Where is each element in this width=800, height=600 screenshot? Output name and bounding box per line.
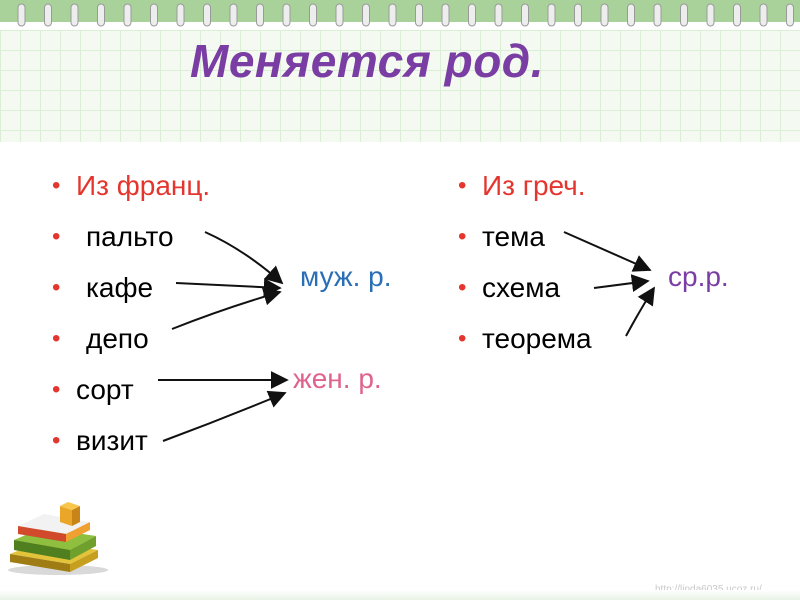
bullet-icon: • (458, 324, 467, 352)
spiral-ring (494, 3, 503, 27)
arrow-teorema-neut (625, 286, 655, 337)
spiral-ring (123, 3, 132, 27)
spiral-ring (256, 3, 264, 27)
spiral-ring (335, 3, 344, 27)
list-item: • Из франц. (52, 160, 210, 211)
spiral-ring (547, 3, 556, 27)
spiral-ring (733, 3, 741, 27)
bullet-icon: • (52, 222, 61, 250)
spiral-ring (441, 3, 450, 27)
spiral-ring (150, 3, 158, 27)
spiral-ring (415, 3, 423, 27)
list-item: • пальто (52, 211, 210, 262)
watermark: http://linda6035.ucoz.ru/ (655, 584, 762, 595)
list-item-label: депо (86, 322, 149, 354)
spiral-ring (388, 3, 397, 27)
neuter-gender-label: ср.р. (668, 261, 729, 292)
spiral-ring (309, 3, 317, 27)
spiral-ring (97, 3, 105, 27)
spiral-ring (17, 3, 26, 27)
bullet-icon: • (458, 273, 467, 301)
list-item: • тема (458, 211, 592, 262)
bullet-icon: • (52, 171, 61, 199)
list-item-label: визит (76, 424, 148, 456)
list-item: • сорт (52, 364, 210, 415)
left-list: • Из франц. • пальто • кафе • депо • сор… (52, 160, 210, 466)
books-icon (8, 502, 108, 575)
list-item-label: Из греч. (482, 169, 586, 201)
spiral-ring (706, 3, 715, 27)
right-list: • Из греч. • тема • схема • теорема (458, 160, 592, 364)
list-item: • кафе (52, 262, 210, 313)
spiral-ring (468, 3, 476, 27)
spiral-ring (229, 3, 238, 27)
notebook-spiral (17, 3, 794, 27)
spiral-ring (600, 3, 609, 27)
arrow-palto-masc (204, 231, 284, 285)
spiral-ring (203, 3, 211, 27)
spiral-ring (627, 3, 635, 27)
spiral-ring (70, 3, 79, 27)
bullet-icon: • (52, 273, 61, 301)
spiral-ring (44, 3, 52, 27)
header-band (0, 0, 800, 22)
spiral-ring (521, 3, 529, 27)
list-item: • визит (52, 415, 210, 466)
list-item: • схема (458, 262, 592, 313)
feminine-gender-label: жен. р. (293, 363, 382, 394)
spiral-ring (680, 3, 688, 27)
list-item: • теорема (458, 313, 592, 364)
spiral-ring (362, 3, 370, 27)
arrow-skhema-neut (593, 274, 650, 293)
list-item-label: теорема (482, 322, 592, 354)
bullet-icon: • (458, 222, 467, 250)
bullet-icon: • (52, 426, 61, 454)
bullet-icon: • (52, 375, 61, 403)
list-item-label: схема (482, 271, 561, 303)
grid-paper (0, 30, 800, 142)
list-item: • депо (52, 313, 210, 364)
spiral-ring (653, 3, 662, 27)
bullet-icon: • (458, 171, 467, 199)
list-item-label: сорт (76, 373, 134, 405)
spiral-ring (176, 3, 185, 27)
masculine-gender-label: муж. р. (300, 261, 392, 292)
spiral-ring (574, 3, 582, 27)
footer-band (0, 590, 800, 600)
list-item: • Из греч. (458, 160, 592, 211)
list-item-label: тема (482, 220, 545, 252)
list-item-label: Из франц. (76, 169, 211, 201)
list-item-label: кафе (86, 271, 154, 303)
spiral-ring (786, 3, 794, 27)
spiral-ring (282, 3, 291, 27)
list-item-label: пальто (86, 220, 174, 252)
slide-title: Меняется род. (190, 35, 545, 87)
spiral-ring (759, 3, 768, 27)
bullet-icon: • (52, 324, 61, 352)
